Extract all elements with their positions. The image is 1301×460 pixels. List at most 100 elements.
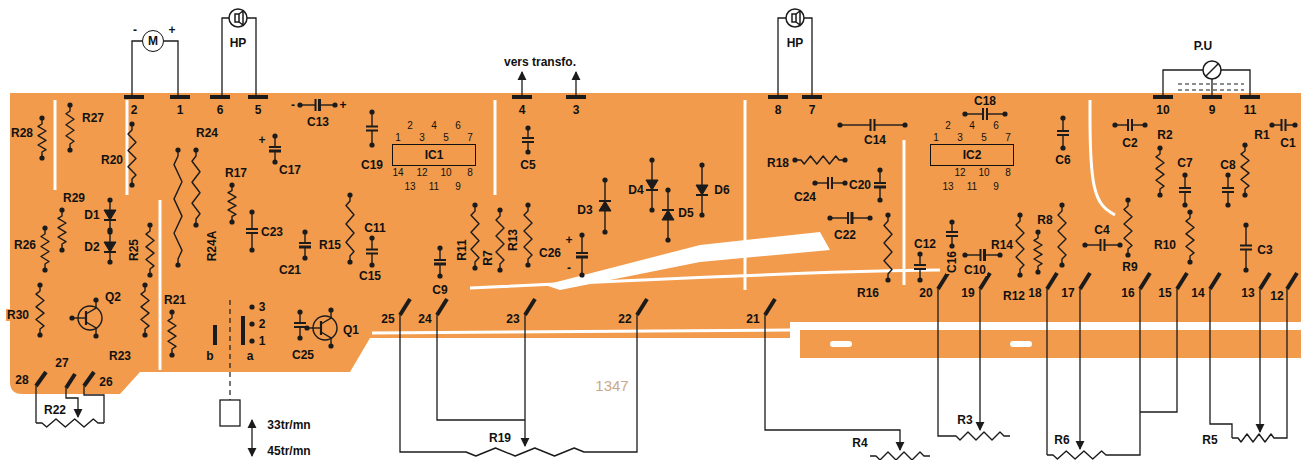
capacitor-plate bbox=[246, 232, 258, 234]
pin-number: 7 bbox=[1004, 133, 1012, 143]
solder-pad bbox=[93, 333, 98, 338]
diode-lead bbox=[701, 165, 702, 185]
capacitor-plate bbox=[1179, 187, 1191, 189]
pin-number: 13 bbox=[403, 182, 416, 192]
part-label: R3 bbox=[956, 414, 973, 426]
pin-number: 2 bbox=[406, 121, 414, 131]
copper-gap bbox=[159, 200, 162, 370]
part-label: C4 bbox=[1093, 224, 1110, 236]
capacitor-plate bbox=[1057, 134, 1069, 136]
solder-tab bbox=[170, 95, 190, 99]
solder-pad bbox=[525, 202, 530, 207]
potentiometer-symbol bbox=[1047, 451, 1112, 459]
pad-number: 26 bbox=[98, 376, 113, 388]
part-label: C5 bbox=[519, 159, 536, 171]
capacitor-plate bbox=[914, 264, 926, 266]
pad-number: 14 bbox=[1190, 287, 1205, 299]
part-label: Q2 bbox=[104, 291, 122, 303]
solder-tab bbox=[1177, 273, 1187, 289]
solder-pad bbox=[37, 282, 42, 287]
pin-number: 9 bbox=[992, 182, 1000, 192]
solder-pad bbox=[129, 182, 134, 187]
solder-pad bbox=[885, 212, 890, 217]
solder-pad bbox=[525, 149, 530, 154]
capacitor-plate bbox=[522, 137, 534, 139]
solder-pad bbox=[997, 252, 1002, 257]
solder-pad bbox=[37, 332, 42, 337]
part-label: C8 bbox=[1219, 159, 1236, 171]
solder-pad bbox=[229, 182, 234, 187]
solder-pad bbox=[649, 207, 654, 212]
solder-pad bbox=[249, 247, 254, 252]
wiper-arrow bbox=[765, 315, 900, 450]
part-label: R17 bbox=[224, 167, 248, 179]
cable-shield bbox=[1178, 84, 1244, 90]
diode-bar bbox=[104, 251, 116, 253]
solder-pad bbox=[369, 142, 374, 147]
solder-pad bbox=[67, 147, 72, 152]
hookup-wire bbox=[222, 18, 229, 97]
solder-pad bbox=[842, 180, 847, 185]
resistor-symbol bbox=[141, 285, 149, 335]
wiper-arrow bbox=[1259, 289, 1260, 432]
part-label: C15 bbox=[358, 270, 382, 282]
hookup-wire bbox=[590, 315, 637, 452]
speaker-symbol bbox=[229, 9, 247, 27]
resistor-symbol bbox=[524, 205, 532, 265]
solder-pad bbox=[949, 243, 954, 248]
part-label: R9 bbox=[1121, 261, 1138, 273]
solder-pad bbox=[249, 321, 254, 326]
capacitor-plate bbox=[1240, 249, 1252, 251]
solder-tab bbox=[66, 374, 75, 388]
resistor-symbol bbox=[1186, 212, 1194, 262]
solder-pad bbox=[699, 212, 704, 217]
solder-tab bbox=[1240, 95, 1260, 99]
solder-pad bbox=[1125, 197, 1130, 202]
solder-pad bbox=[877, 167, 882, 172]
solder-tab bbox=[84, 372, 94, 386]
capacitor-lead bbox=[965, 113, 983, 114]
solder-pad bbox=[472, 202, 477, 207]
pin-number: 4 bbox=[968, 121, 976, 131]
copper-gap bbox=[54, 100, 57, 190]
solder-pad bbox=[107, 229, 112, 234]
part-label: C1 bbox=[1279, 137, 1296, 149]
speaker-magnet bbox=[235, 14, 239, 22]
solder-pad bbox=[1035, 229, 1040, 234]
solder-pad bbox=[93, 297, 98, 302]
solder-tab bbox=[525, 299, 535, 315]
capacitor-plate bbox=[366, 130, 378, 132]
solder-pad bbox=[369, 109, 374, 114]
solder-pad bbox=[193, 222, 198, 227]
mounting-slot bbox=[1010, 341, 1032, 347]
solder-tab bbox=[1202, 95, 1222, 99]
part-label: R6 bbox=[1053, 434, 1070, 446]
pad-number: 22 bbox=[617, 313, 632, 325]
part-label: C22 bbox=[833, 229, 857, 241]
capacitor-lead bbox=[581, 257, 582, 275]
solder-pad bbox=[827, 215, 832, 220]
capacitor-symbol bbox=[1179, 175, 1191, 205]
electrolytic-capacitor-symbol bbox=[874, 170, 886, 200]
diode-body bbox=[662, 210, 674, 220]
capacitor-plate bbox=[983, 249, 986, 261]
solder-tab bbox=[938, 273, 948, 289]
pin-number: 13 bbox=[941, 182, 954, 192]
capacitor-plate bbox=[1179, 191, 1191, 193]
part-label: C20 bbox=[848, 179, 872, 191]
solder-tab bbox=[1080, 273, 1090, 289]
solder-pad bbox=[332, 102, 337, 107]
part-label: R13 bbox=[507, 228, 519, 252]
part-label: R7 bbox=[482, 249, 494, 266]
capacitor-plate bbox=[246, 228, 258, 230]
solder-pad bbox=[1187, 209, 1192, 214]
solder-tab bbox=[124, 95, 144, 99]
resistor-symbol bbox=[1241, 145, 1249, 195]
hookup-wire bbox=[164, 41, 178, 97]
solder-pad bbox=[272, 159, 277, 164]
part-label: D3 bbox=[576, 204, 593, 216]
potentiometer-symbol bbox=[950, 432, 1010, 440]
part-label: R22 bbox=[43, 404, 67, 416]
part-label: C7 bbox=[1176, 157, 1193, 169]
